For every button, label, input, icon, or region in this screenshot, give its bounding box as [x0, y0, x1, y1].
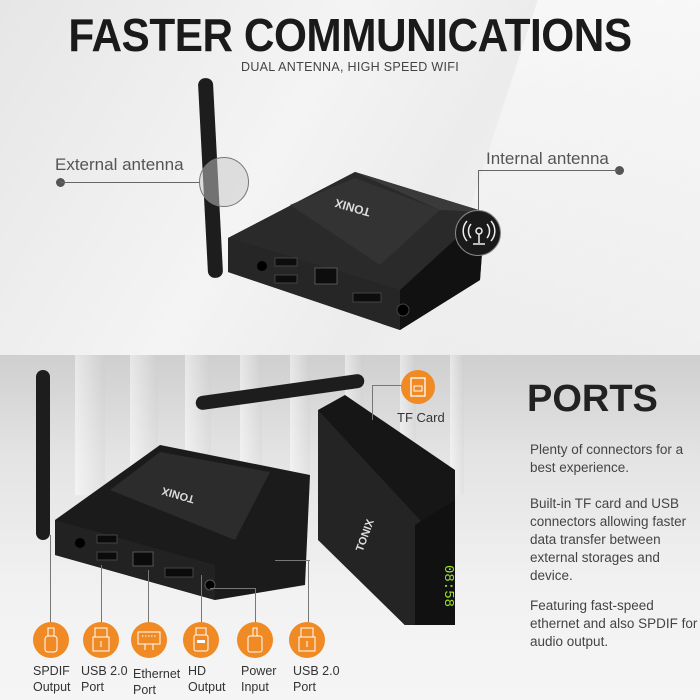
external-antenna-label: External antenna: [55, 155, 184, 174]
paragraph-1: Plenty of connectors for a best experien…: [530, 442, 684, 475]
wifi-antenna-icon: [455, 210, 501, 256]
internal-antenna-label: Internal antenna: [486, 149, 609, 168]
callout-line: [60, 182, 200, 183]
tv-box-ports-image: TONIX TONIX 08:58: [36, 370, 456, 625]
page-title: FASTER COMMUNICATIONS: [68, 9, 632, 61]
paragraph-2: Built-in TF card and USB connectors allo…: [530, 496, 687, 583]
top-panel: FASTER COMMUNICATIONS DUAL ANTENNA, HIGH…: [0, 0, 700, 355]
page-subtitle: DUAL ANTENNA, HIGH SPEED WIFI: [241, 60, 459, 74]
callout-line: [478, 170, 479, 210]
tv-box-image: TONIX: [198, 78, 485, 330]
callout-line: [372, 385, 373, 420]
magnifier-circle: [199, 157, 249, 207]
ports-heading: PORTS: [527, 378, 658, 420]
usb-icon: [83, 622, 119, 658]
callout-line: [478, 170, 618, 171]
spdif-icon: [33, 622, 69, 658]
svg-text:08:58: 08:58: [440, 565, 456, 607]
paragraph-3: Featuring fast-speed ethernet and also S…: [530, 598, 698, 649]
usb-icon: [289, 622, 325, 658]
callout-dot: [615, 166, 624, 175]
tf-card-label: TF Card: [397, 410, 445, 425]
ethernet-icon: [131, 622, 167, 658]
sd-card-icon: [401, 370, 435, 404]
power-plug-icon: [237, 622, 273, 658]
callout-line: [372, 385, 402, 386]
hdmi-icon: [183, 622, 219, 658]
